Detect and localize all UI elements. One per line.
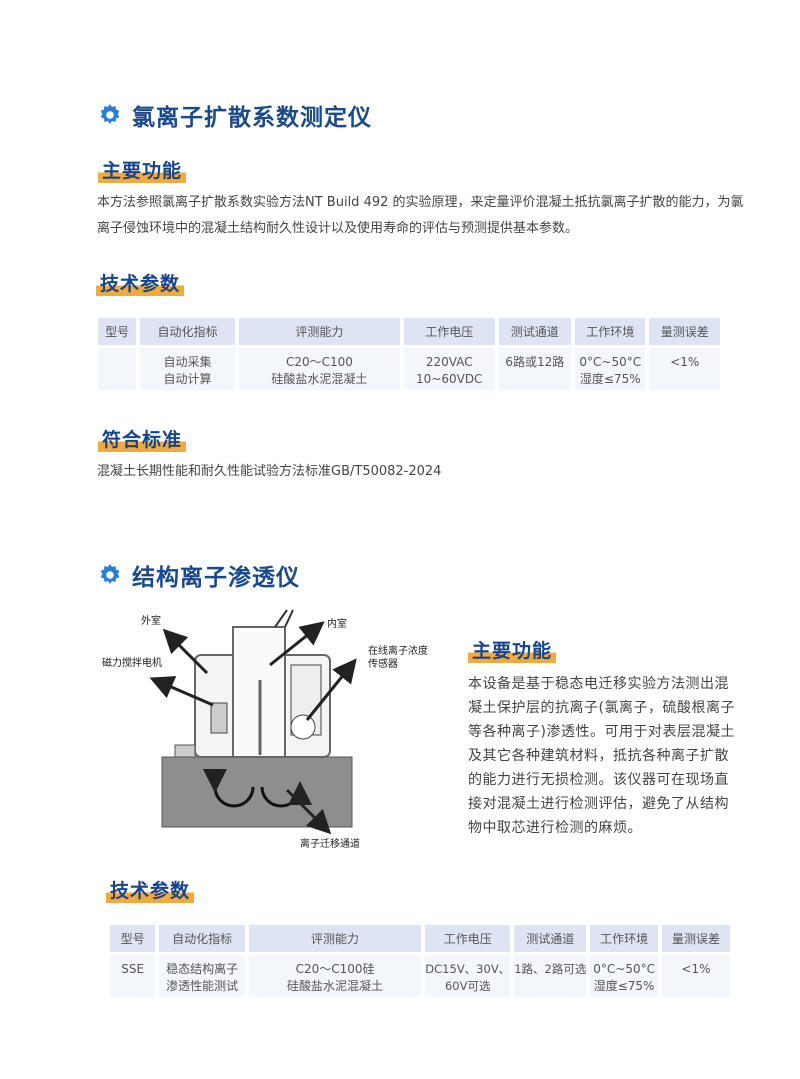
section1-title: 氯离子扩散系数测定仪	[98, 98, 372, 132]
header-cell: 自动化指标	[140, 318, 235, 345]
automation-cell: 自动采集自动计算	[140, 348, 235, 390]
header-cell: 工作环境	[575, 318, 646, 345]
error-cell: <1%	[661, 955, 730, 997]
channels-cell: 1路、2路可选	[514, 955, 587, 997]
section2-spec-table: 型号 自动化指标 评测能力 工作电压 测试通道 工作环境 量测误差 SSE 稳态…	[106, 922, 734, 1000]
automation-cell: 稳态结构离子渗透性能测试	[159, 955, 245, 997]
section2-function-text: 本设备是基于稳态电迁移实验方法测出混凝土保护层的抗离子(氯离子，硫酸根离子等各种…	[468, 676, 735, 836]
header-cell: 评测能力	[238, 318, 400, 345]
error-cell: <1%	[649, 348, 720, 390]
voltage-cell: DC15V、30V、60V可选	[425, 955, 511, 997]
section2-title: 结构离子渗透仪	[98, 558, 300, 592]
label-inner-chamber: 内室	[327, 619, 347, 630]
table-row: SSE 稳态结构离子渗透性能测试 C20～C100硅硅酸盐水泥混凝土 DC15V…	[110, 955, 730, 997]
header-cell: 测试通道	[514, 925, 587, 952]
gear-icon	[100, 564, 120, 584]
capability-cell: C20～C100硅硅酸盐水泥混凝土	[248, 955, 422, 997]
label-outer-chamber: 外室	[141, 616, 161, 627]
section1-params-heading: 技术参数	[96, 269, 185, 296]
section1-function-text: 本方法参照氯离子扩散系数实验方法NT Build 492 的实验原理，来定量评价…	[97, 195, 744, 236]
header-cell: 型号	[98, 318, 137, 345]
header-cell: 型号	[110, 925, 156, 952]
section1-function-heading: 主要功能	[98, 156, 187, 183]
channels-cell: 6路或12路	[498, 348, 572, 390]
label-stirring-motor: 磁力搅拌电机	[102, 658, 162, 669]
header-cell: 工作环境	[590, 925, 658, 952]
label-ion-channel: 离子迁移通道	[300, 839, 360, 850]
header-cell: 测试通道	[498, 318, 572, 345]
section1-spec-table: 型号 自动化指标 评测能力 工作电压 测试通道 工作环境 量测误差 自动采集自动…	[94, 315, 724, 393]
label-sensor: 在线离子浓度传感器	[368, 646, 428, 670]
header-cell: 量测误差	[649, 318, 720, 345]
device-diagram: 外室 内室 磁力搅拌电机 在线离子浓度传感器 离子迁移通道	[95, 605, 465, 855]
device-cross-section-illustration	[149, 609, 357, 835]
section1-standard-text: 混凝土长期性能和耐久性能试验方法标准GB/T50082-2024	[97, 464, 442, 479]
header-cell: 工作电压	[425, 925, 511, 952]
section1-standard-heading: 符合标准	[98, 425, 187, 452]
header-cell: 量测误差	[661, 925, 730, 952]
table-header-row: 型号 自动化指标 评测能力 工作电压 测试通道 工作环境 量测误差	[98, 318, 720, 345]
model-cell	[98, 348, 137, 390]
header-cell: 评测能力	[248, 925, 422, 952]
gear-icon	[100, 104, 120, 124]
section2-params-heading: 技术参数	[106, 876, 195, 903]
header-cell: 自动化指标	[159, 925, 245, 952]
header-cell: 工作电压	[403, 318, 495, 345]
table-header-row: 型号 自动化指标 评测能力 工作电压 测试通道 工作环境 量测误差	[110, 925, 730, 952]
model-cell: SSE	[110, 955, 156, 997]
section2-function-heading: 主要功能	[468, 636, 557, 663]
